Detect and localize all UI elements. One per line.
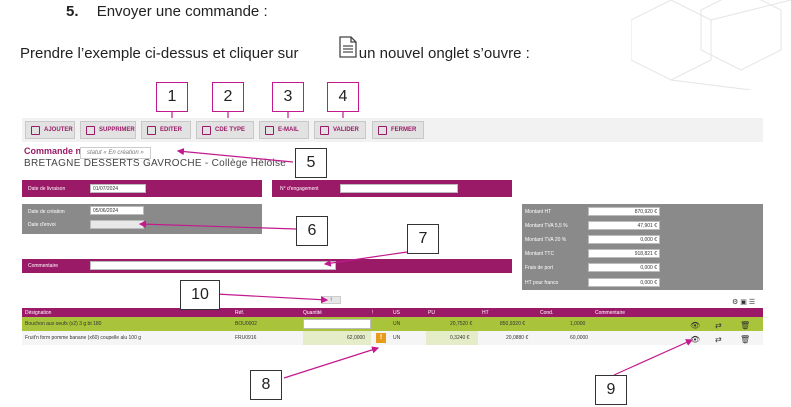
callout-8: 8	[250, 370, 282, 400]
sent-label: Date d'envoi	[28, 222, 56, 228]
total-label: Frais de port	[525, 265, 554, 271]
check-icon	[320, 125, 329, 135]
company-name: BRETAGNE DESSERTS GAVROCHE - Collège Hél…	[24, 158, 287, 169]
creation-label: Date de création	[28, 209, 65, 215]
order-title: Commande n° 200	[24, 146, 103, 156]
callout-9: 9	[595, 375, 627, 405]
validate-button[interactable]: VALIDER	[314, 121, 366, 139]
total-value: 0,000 €	[588, 235, 660, 244]
sent-date-field[interactable]	[90, 220, 144, 229]
engagement-field[interactable]	[340, 184, 458, 193]
total-value: 918,821 €	[588, 249, 660, 258]
order-type-button[interactable]: CDE TYPE	[196, 121, 254, 139]
envelope-icon	[265, 125, 274, 135]
comment-field[interactable]	[90, 261, 336, 270]
total-label: Montant HT	[525, 209, 552, 215]
document-icon	[339, 36, 357, 58]
status-badge: statut « En création »	[80, 147, 151, 159]
step-number: 5.	[66, 3, 79, 20]
price-cell	[426, 331, 478, 345]
total-value: 47,901 €	[588, 221, 660, 230]
list-icon[interactable]: ☰	[748, 299, 756, 306]
copy-icon	[202, 125, 211, 135]
collapse-button[interactable]: ↑	[321, 296, 341, 304]
creation-date-field[interactable]: 05/06/2024	[90, 206, 144, 215]
callout-10: 10	[180, 280, 220, 310]
table-header: Désignation Réf. Quantité ! US PU HT Con…	[22, 308, 763, 317]
edit-button[interactable]: EDITER	[141, 121, 191, 139]
totals-panel	[522, 204, 763, 290]
callout-4: 4	[327, 82, 359, 112]
add-icon	[31, 125, 40, 135]
step-heading: 5. Envoyer une commande :	[66, 3, 268, 20]
callout-3: 3	[272, 82, 304, 112]
callout-1: 1	[156, 82, 188, 112]
view-icon[interactable]: 👁	[690, 335, 701, 344]
close-button[interactable]: FERMER	[372, 121, 424, 139]
app-screenshot: AJOUTER SUPPRIMER EDITER CDE TYPE E-MAIL…	[22, 118, 763, 353]
gear-icon[interactable]: ⚙	[732, 299, 739, 306]
table-tools: ⚙ ▣ ☰	[732, 298, 755, 306]
quantity-input[interactable]	[303, 319, 371, 329]
total-value: 870,920 €	[588, 207, 660, 216]
intro-before: Prendre l’exemple ci-dessus et cliquer s…	[20, 45, 299, 62]
swap-icon[interactable]: ⇄	[715, 321, 722, 330]
total-label: Montant TTC	[525, 251, 555, 257]
total-label: Montant TVA 5,5 %	[525, 223, 568, 229]
callout-6: 6	[296, 216, 328, 246]
background-decoration	[631, 0, 791, 90]
total-label: HT pour franco	[525, 280, 559, 286]
comment-label: Commentaire	[28, 263, 59, 269]
total-value: 0,000 €	[588, 263, 660, 272]
callout-2: 2	[212, 82, 244, 112]
quantity-cell	[303, 331, 371, 345]
email-button[interactable]: E-MAIL	[259, 121, 309, 139]
add-button[interactable]: AJOUTER	[25, 121, 75, 139]
table-row[interactable]: Bouchon aux oeufs (x2) 3 g bt 180 BOU000…	[22, 317, 763, 331]
intro-after: un nouvel onglet s’ouvre :	[358, 45, 530, 62]
trash-icon	[86, 125, 95, 135]
trash-icon[interactable]: 🗑	[740, 321, 751, 330]
toolbar: AJOUTER SUPPRIMER EDITER CDE TYPE E-MAIL…	[22, 118, 763, 142]
step-title: Envoyer une commande :	[96, 3, 268, 20]
exit-icon	[378, 125, 387, 135]
engagement-label: N° d'engagement	[280, 186, 319, 192]
delivery-date-field[interactable]: 01/07/2024	[90, 184, 146, 193]
swap-icon[interactable]: ⇄	[715, 335, 722, 344]
intro-text: Prendre l’exemple ci-dessus et cliquer s…	[20, 45, 530, 62]
total-label: Montant TVA 20 %	[525, 237, 567, 243]
table-row[interactable]: Fruit'n form pomme banane (x60) coupelle…	[22, 331, 763, 345]
save-icon[interactable]: ▣	[740, 299, 747, 306]
warning-icon[interactable]: !	[376, 333, 386, 343]
trash-icon[interactable]: 🗑	[740, 335, 751, 344]
delivery-label: Date de livraison	[28, 186, 66, 192]
delete-button[interactable]: SUPPRIMER	[80, 121, 136, 139]
print-icon	[147, 125, 156, 135]
total-value: 0,000 €	[588, 278, 660, 287]
callout-5: 5	[295, 148, 327, 178]
view-icon[interactable]: 👁	[690, 321, 701, 330]
callout-7: 7	[407, 224, 439, 254]
